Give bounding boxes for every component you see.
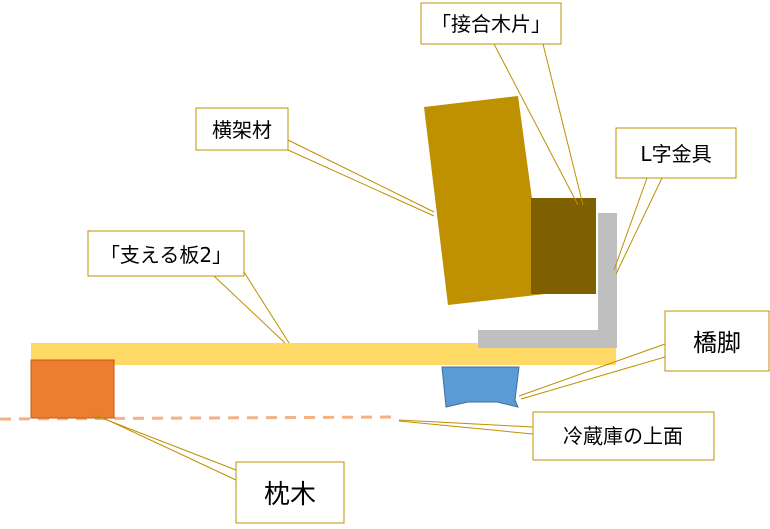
l-bracket-horizontal-shape — [478, 330, 617, 348]
callout-cross-beam: 横架材 — [195, 107, 289, 151]
callout-cross-beam-label: 横架材 — [212, 118, 272, 142]
leader-sleeper-b — [98, 415, 237, 481]
callout-fridge-top: 冷蔵庫の上面 — [532, 411, 715, 461]
callout-support-board-label: 「支える板2」 — [100, 243, 232, 267]
leader-support-board-b — [243, 271, 290, 344]
leader-fridge-top-b — [398, 420, 534, 435]
callout-fridge-top-label: 冷蔵庫の上面 — [563, 424, 683, 448]
callout-joint-piece: 「接合木片」 — [420, 2, 562, 45]
l-bracket-vertical-shape — [598, 213, 617, 348]
leader-bridge-leg — [518, 343, 666, 397]
leader-cross-beam-b — [287, 149, 435, 217]
support-board-shape — [31, 343, 616, 365]
callout-l-bracket: L字金具 — [615, 127, 737, 179]
callout-sleeper-label: 枕木 — [264, 480, 316, 510]
leader-support-board — [213, 275, 286, 344]
leader-cross-beam — [287, 139, 435, 213]
bridge-leg-shape — [441, 366, 520, 408]
leader-l-bracket-b — [615, 177, 663, 275]
fridge-top-dashed-line — [0, 415, 399, 421]
callout-joint-piece-label: 「接合木片」 — [431, 12, 551, 36]
leader-sleeper — [93, 414, 237, 471]
callout-l-bracket-label: L字金具 — [640, 142, 711, 166]
cross-beam-shape — [424, 96, 545, 305]
callout-support-board: 「支える板2」 — [87, 230, 245, 277]
joint-piece-shape — [531, 198, 596, 294]
leader-l-bracket — [613, 177, 648, 271]
leader-joint-piece — [493, 43, 579, 206]
sleeper-shape — [30, 359, 115, 419]
leader-joint-piece-b — [542, 43, 584, 206]
callout-bridge-leg: 橋脚 — [664, 310, 770, 372]
leader-bridge-leg-b — [520, 356, 666, 400]
callout-leaders — [93, 43, 666, 481]
leader-fridge-top — [398, 419, 534, 428]
callout-sleeper: 枕木 — [235, 461, 345, 524]
callout-bridge-leg-label: 橋脚 — [693, 329, 741, 357]
